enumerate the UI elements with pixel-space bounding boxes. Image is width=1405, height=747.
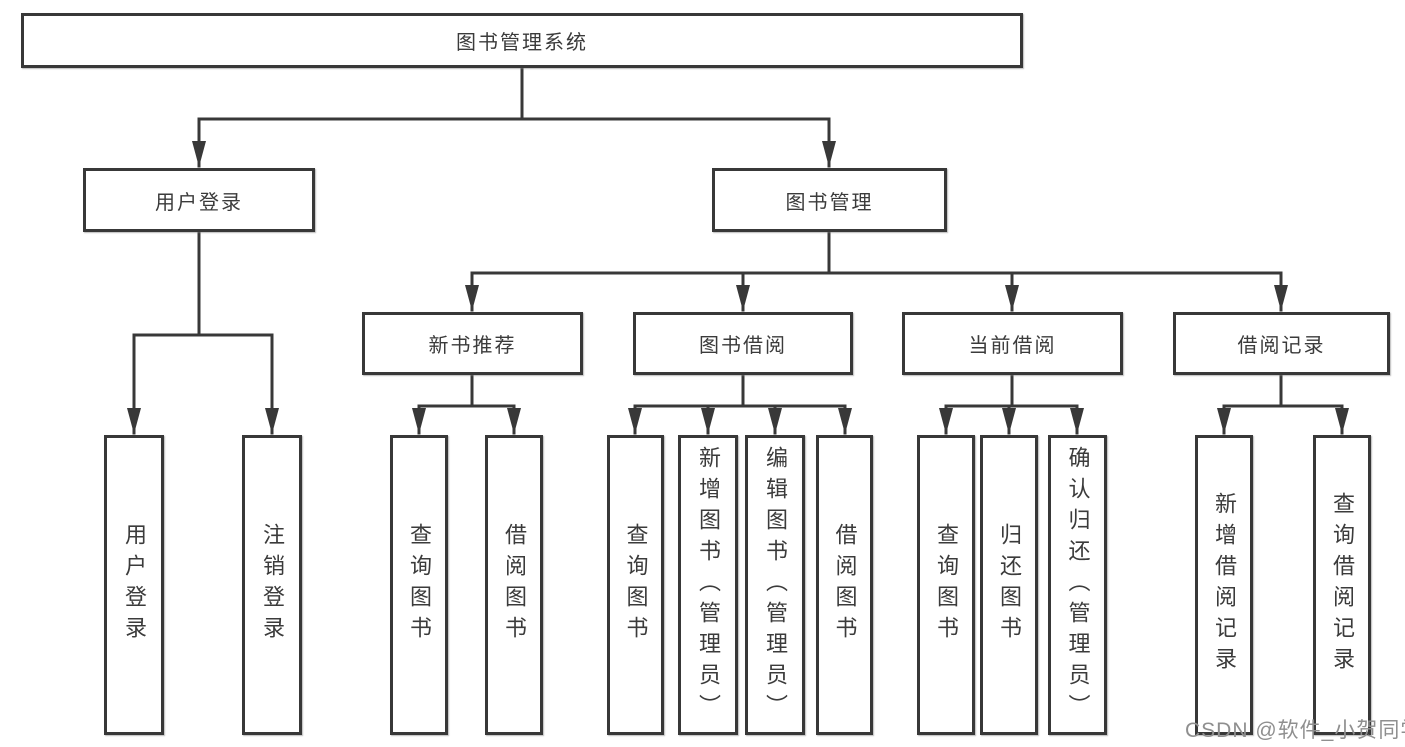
node-book-management: 图书管理 (712, 168, 947, 232)
node-book-borrow: 图书借阅 (633, 312, 853, 375)
leaf-edit-book-admin: 编辑图书（管理员） (745, 435, 805, 735)
leaf-query-borrow-record: 查询借阅记录 (1313, 435, 1371, 735)
node-new-book-recommend: 新书推荐 (362, 312, 583, 375)
leaf-add-book-admin: 新增图书（管理员） (678, 435, 738, 735)
leaf-confirm-return-admin: 确认归还（管理员） (1048, 435, 1107, 735)
leaf-borrow-books-recommend: 借阅图书 (485, 435, 543, 735)
leaf-user-login: 用户登录 (104, 435, 164, 735)
leaf-query-books-borrow: 查询图书 (607, 435, 664, 735)
node-root-library-system: 图书管理系统 (21, 13, 1023, 68)
node-user-login: 用户登录 (83, 168, 315, 232)
leaf-query-books-recommend: 查询图书 (390, 435, 448, 735)
leaf-add-borrow-record: 新增借阅记录 (1195, 435, 1253, 735)
leaf-return-book: 归还图书 (980, 435, 1038, 735)
leaf-logout: 注销登录 (242, 435, 302, 735)
node-current-borrow: 当前借阅 (902, 312, 1123, 375)
leaf-query-books-current: 查询图书 (917, 435, 975, 735)
node-borrow-records: 借阅记录 (1173, 312, 1390, 375)
leaf-borrow-books: 借阅图书 (816, 435, 873, 735)
watermark: CSDN @软件_小贺同学 (1185, 719, 1405, 742)
